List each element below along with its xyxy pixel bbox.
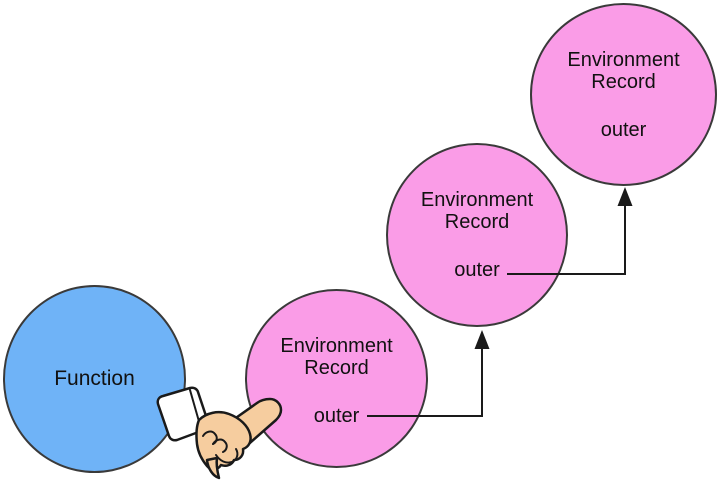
env-record-title: Environment Record xyxy=(420,189,534,233)
env-record-node-3: Environment Record outer xyxy=(530,3,717,186)
env-record-node-2: Environment Record outer xyxy=(386,143,568,327)
env-record-title: Environment Record xyxy=(280,335,393,379)
outer-field-label: outer xyxy=(313,405,360,427)
outer-field-label: outer xyxy=(454,259,500,281)
function-node: Function xyxy=(3,285,186,473)
env-record-node-1: Environment Record outer xyxy=(245,289,428,468)
outer-field-label: outer xyxy=(600,119,647,141)
function-label: Function xyxy=(54,367,135,390)
env-record-title: Environment Record xyxy=(567,49,680,93)
